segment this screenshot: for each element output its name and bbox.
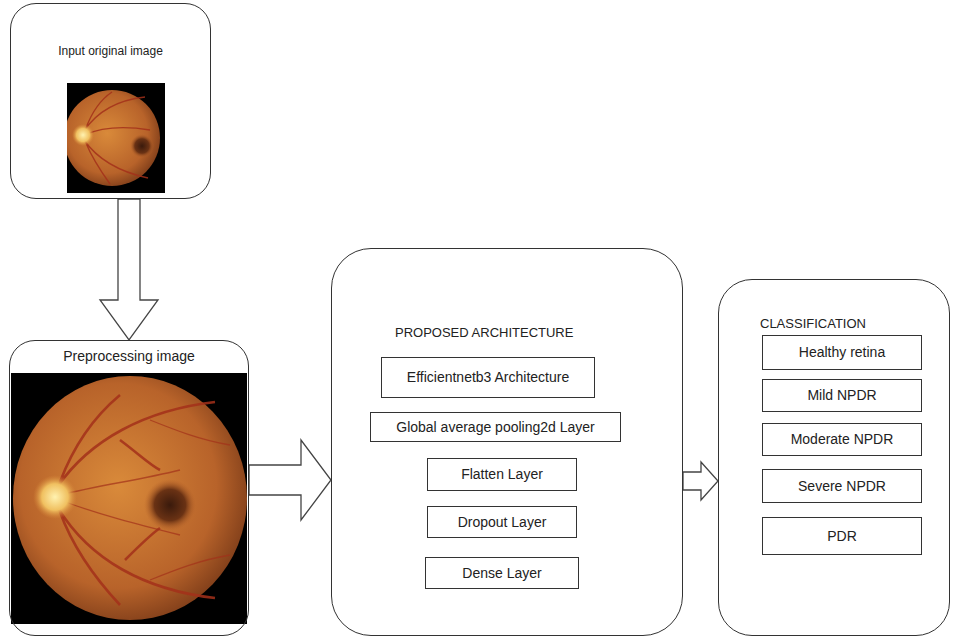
layer-label: Healthy retina xyxy=(799,344,885,361)
fundus-photo xyxy=(64,83,165,193)
layer-label: Efficientnetb3 Architecture xyxy=(407,369,569,386)
class-box: Healthy retina xyxy=(762,335,922,370)
layer-label: Global average pooling2d Layer xyxy=(396,419,594,436)
fundus-photo xyxy=(11,373,247,624)
classification-panel: CLASSIFICATION Healthy retinaMild NPDR Mod… xyxy=(718,279,950,636)
block-arrow xyxy=(249,440,331,520)
layer-box: Flatten Layer xyxy=(427,458,577,491)
layer-label: Flatten Layer xyxy=(461,466,543,483)
input-panel: Input original image xyxy=(10,3,211,199)
layer-label: Dense Layer xyxy=(462,565,541,582)
preprocessing-panel: Preprocessing image xyxy=(9,340,249,636)
layer-box: Efficientnetb3 Architecture xyxy=(381,357,595,398)
block-arrow xyxy=(683,462,718,500)
layer-box: Dropout Layer xyxy=(427,506,577,538)
block-arrow xyxy=(100,199,158,340)
class-box: PDR xyxy=(762,517,922,555)
panel-title: Preprocessing image xyxy=(10,348,248,365)
panel-title: Input original image xyxy=(11,44,210,58)
layer-label: PDR xyxy=(827,528,857,545)
layer-box: Global average pooling2d Layer xyxy=(370,412,621,442)
class-box: Moderate NPDR xyxy=(762,423,922,456)
class-box: Mild NPDR xyxy=(762,379,922,412)
panel-title: PROPOSED ARCHITECTURE xyxy=(395,325,573,341)
layer-label: Dropout Layer xyxy=(458,514,547,531)
layer-label: Severe NPDR xyxy=(798,478,886,495)
architecture-panel: PROPOSED ARCHITECTURE Efficientnetb3 Arch… xyxy=(331,248,683,636)
layer-box: Dense Layer xyxy=(425,557,579,589)
panel-title: CLASSIFICATION xyxy=(760,316,866,332)
layer-label: Moderate NPDR xyxy=(791,431,894,448)
class-box: Severe NPDR xyxy=(762,469,922,503)
layer-label: Mild NPDR xyxy=(807,387,876,404)
